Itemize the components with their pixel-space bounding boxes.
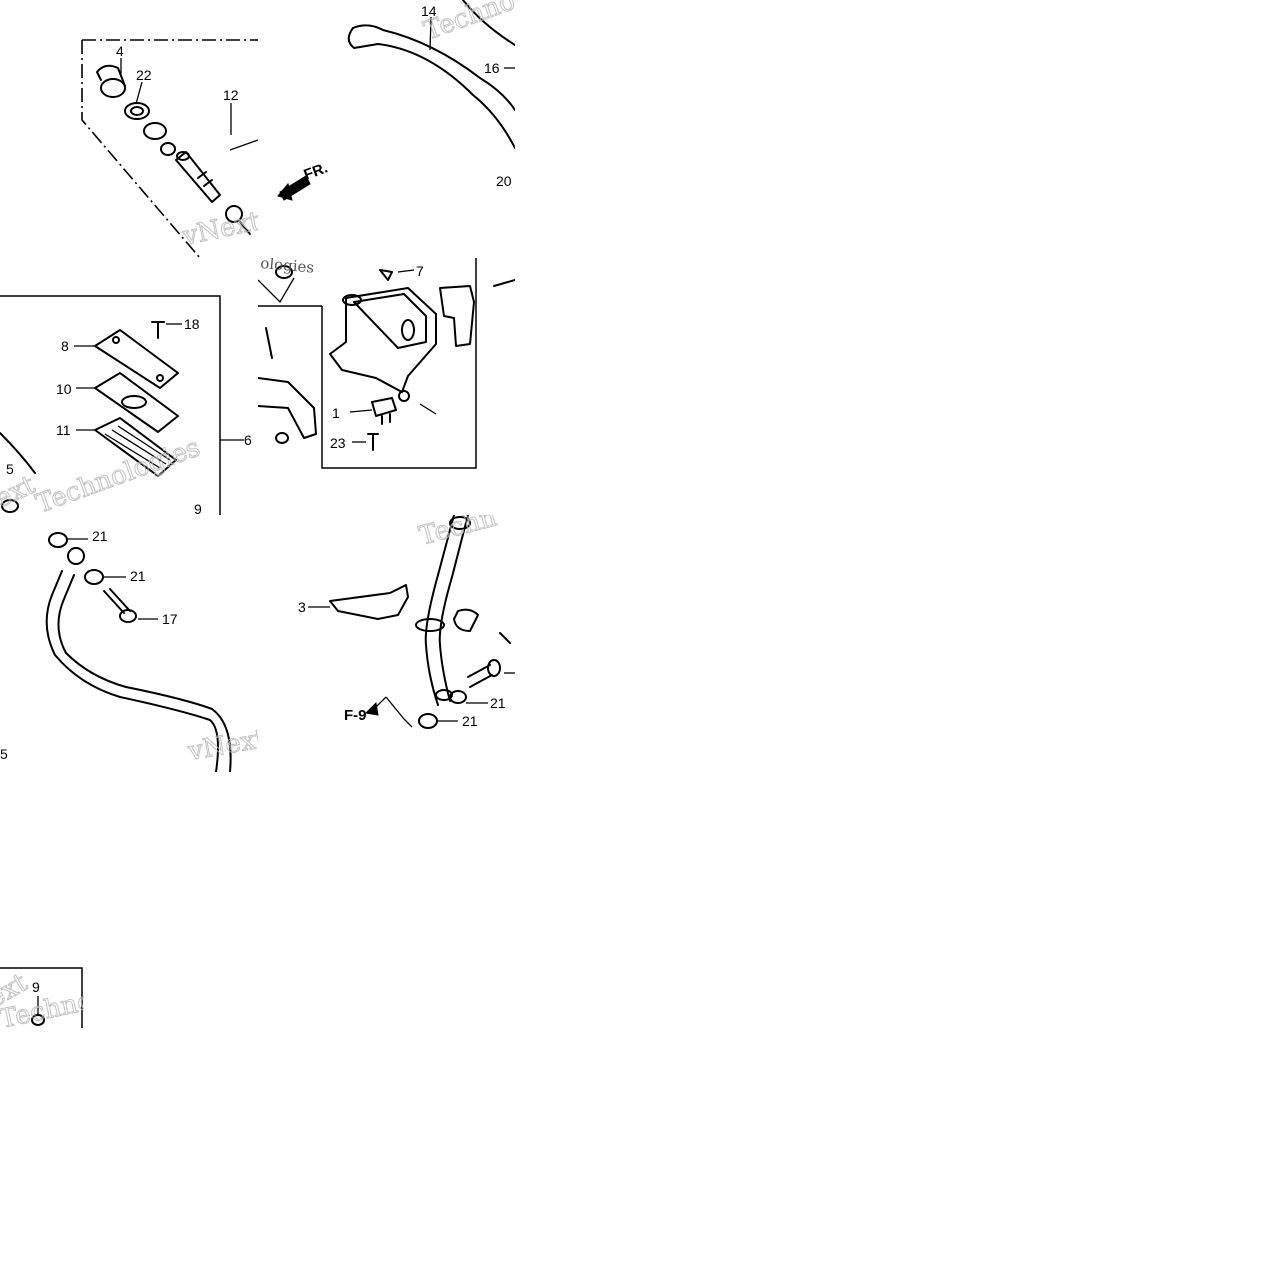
watermark: ologies: [260, 258, 315, 277]
banjo-bolt-icon: [467, 659, 501, 688]
screw-icon: [31, 1014, 45, 1026]
reference-f9: F-9: [344, 707, 367, 724]
label-21: 21: [490, 695, 506, 711]
tile-brake-hose: 1 21 21 17 5 vNext Te: [0, 515, 258, 772]
washer-icon: [143, 122, 167, 140]
hose-fitting-icon: [67, 547, 85, 565]
tile-fragment: 9 ext Technologies: [0, 966, 84, 1028]
label-6: 6: [244, 432, 252, 448]
reservoir-cover-icon: [94, 329, 179, 389]
holder-icon: [439, 285, 475, 347]
label-12: 12: [223, 87, 239, 103]
master-cylinder-icon: [329, 287, 437, 402]
label-5b: 5: [0, 746, 8, 762]
label-14: 14: [421, 3, 437, 19]
tile-hose-clamp: 3 21 21 F-9 Techn: [258, 515, 515, 772]
tile-brake-lever: FR. 14 16 20 Techno: [258, 0, 515, 258]
screw-icon: [367, 433, 379, 451]
brake-hose-icon: [45, 570, 232, 772]
circlip-icon: [124, 102, 150, 120]
sealing-washer-icon: [84, 569, 104, 585]
label-16: 16: [484, 60, 500, 76]
brake-switch-icon: [371, 397, 397, 425]
sealing-washer-icon: [48, 532, 68, 548]
label-5: 5: [6, 461, 14, 477]
label-7: 7: [416, 263, 424, 279]
bolt-icon: [493, 279, 515, 287]
lever-pivot-icon: [462, 0, 515, 46]
label-11: 11: [56, 422, 71, 438]
label-17: 17: [162, 611, 178, 627]
watermark: Technologies: [32, 433, 204, 515]
label-10: 10: [56, 381, 72, 397]
piston-icon: [175, 151, 221, 203]
tile-piston-kit: 4 22 12 vNext Te: [0, 0, 258, 258]
label-1: 1: [332, 405, 340, 421]
bracket-icon: [258, 377, 317, 439]
sealing-washer-icon: [418, 713, 438, 729]
hose-bracket-icon: [329, 584, 409, 620]
reference-arrow-icon: [364, 701, 379, 716]
seal-icon: [160, 142, 176, 156]
diaphragm-plate-icon: [94, 372, 179, 433]
tile-master-cylinder: 7 1 23 ologies: [258, 258, 515, 515]
watermark: Techn: [416, 515, 500, 552]
banjo-bolt-icon: [103, 588, 137, 623]
watermark: vNext Te: [179, 198, 258, 252]
pivot-bolt-icon: [265, 327, 273, 359]
label-4: 4: [116, 43, 124, 59]
label-21: 21: [92, 528, 108, 544]
label-21: 21: [130, 568, 146, 584]
label-23: 23: [330, 435, 346, 451]
label-8: 8: [61, 338, 69, 354]
front-direction-label: FR.: [302, 160, 331, 184]
label-18: 18: [184, 316, 200, 332]
spring-icon: [225, 205, 243, 223]
label-9b: 9: [32, 979, 40, 995]
label-21: 21: [462, 713, 478, 729]
label-22: 22: [136, 67, 152, 83]
brake-hose-icon: [415, 515, 471, 706]
tile-reservoir-cap: 18 8 10 11 6 5 9 ext Technologies: [0, 258, 258, 515]
sealing-washer-icon: [449, 690, 467, 704]
screw-icon: [379, 269, 393, 281]
label-20: 20: [496, 173, 512, 189]
label-9: 9: [194, 501, 202, 515]
watermark: vNext Te: [185, 717, 258, 767]
label-3: 3: [298, 599, 306, 615]
screw-icon: [151, 321, 165, 339]
bolt-icon: [499, 632, 511, 644]
front-arrow-icon: [277, 175, 311, 201]
cup-icon: [96, 64, 126, 98]
brake-lever-icon: [347, 24, 515, 149]
hose-clamp-icon: [453, 608, 479, 632]
diaphragm-icon: [94, 417, 177, 477]
